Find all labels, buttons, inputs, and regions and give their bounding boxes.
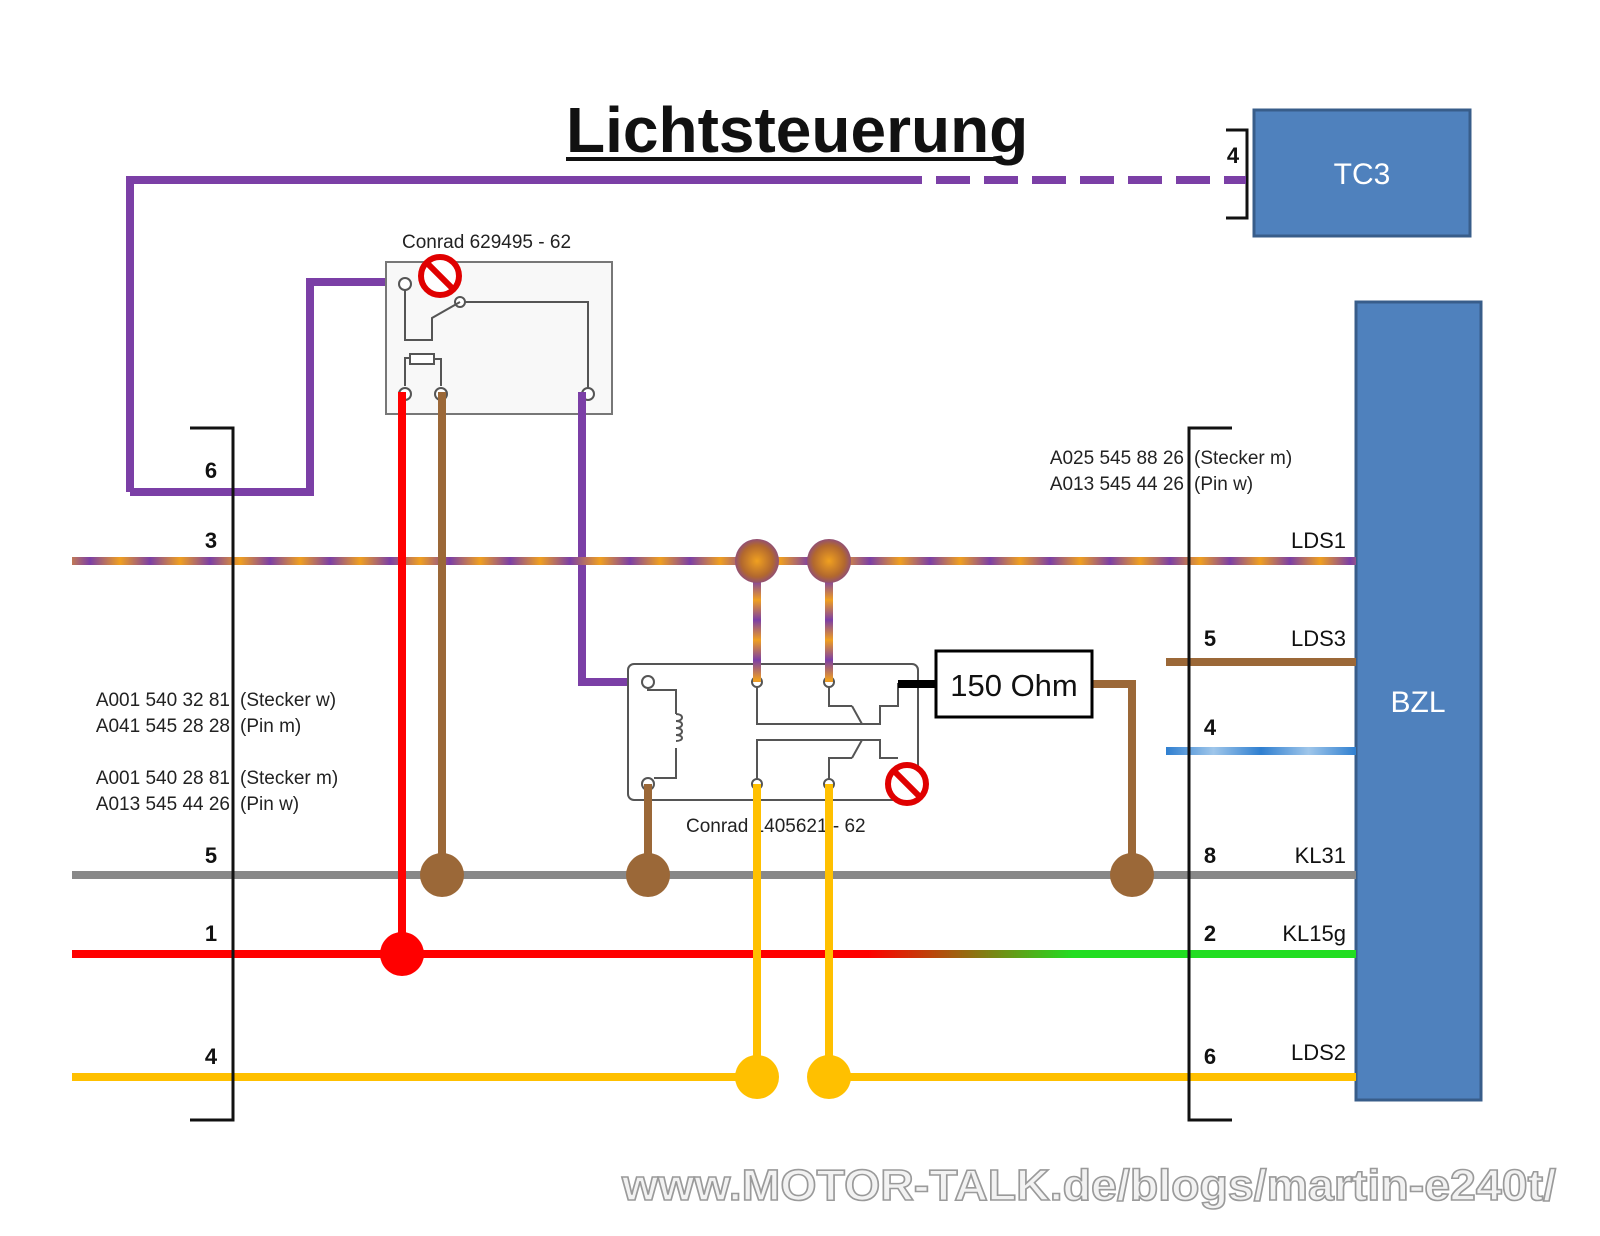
left-part-number: A001 540 28 81 [96,768,230,789]
tc3-pin-label: 4 [1227,143,1240,168]
right-pin-label: 2 [1204,921,1216,946]
purple-wire-relay2 [578,392,646,686]
signal-label-lds1: LDS1 [1291,528,1346,553]
right-pin-label: 4 [1204,715,1217,740]
purple-wire-tc3-solid [126,176,888,492]
left-pin-label: 6 [205,458,217,483]
signal-label-lds3: LDS3 [1291,626,1346,651]
resistor-box [934,649,1094,719]
right-pin-label: 6 [1204,1044,1216,1069]
relay2-label: Conrad 1405621 - 62 [686,816,866,837]
signal-label-lds2: LDS2 [1291,1040,1346,1065]
junction-kl31-a [420,853,464,897]
no-icon [418,254,462,298]
junction-lds2-a [735,1055,779,1099]
left-part-number: A013 545 44 26 [96,794,230,815]
tc3-connector-bracket [1226,128,1249,220]
diagram-title: Lichtsteuerung [566,94,1028,166]
left-part-type: (Stecker w) [240,690,336,711]
junction-lds2-b [807,1055,851,1099]
right-part-number: A013 545 44 26 [1050,474,1184,495]
no-icon [885,762,929,806]
left-part-type: (Stecker m) [240,768,338,789]
left-part-type: (Pin m) [240,716,301,737]
relay1-label: Conrad 629495 - 62 [402,232,571,253]
bzl-box [1354,300,1483,1102]
bzl-label: BZL [1390,686,1445,719]
left-part-number: A001 540 32 81 [96,690,230,711]
left-pin-label: 3 [205,528,217,553]
junction-lds1-b [807,539,851,583]
left-connector-bracket [190,426,235,1122]
right-part-type: (Stecker m) [1194,448,1292,469]
junction-lds1-a [735,539,779,583]
right-pin-label: 8 [1204,843,1216,868]
left-pin-label: 1 [205,921,217,946]
right-pin-label: 5 [1204,626,1216,651]
tc3-box [1252,108,1472,238]
junction-kl31-c [1110,853,1154,897]
right-part-number: A025 545 88 26 [1050,448,1184,469]
left-part-number: A041 545 28 28 [96,716,230,737]
junction-kl31-b [626,853,670,897]
wire-brown-resistor-ground [1092,680,1136,875]
resistor-label: 150 Ohm [950,668,1078,703]
right-connector-bracket [1187,426,1232,1122]
signal-label-kl15g: KL15g [1282,921,1346,946]
purple-wire-relay1 [130,278,404,496]
tc3-label: TC3 [1334,158,1391,191]
relay2 [627,663,919,801]
left-pin-label: 4 [205,1044,218,1069]
right-part-type: (Pin w) [1194,474,1253,495]
left-pin-label: 5 [205,843,217,868]
signal-label-kl31: KL31 [1295,843,1346,868]
watermark: www.MOTOR-TALK.de/blogs/martin-e240t/ [621,1161,1556,1210]
junction-kl15 [380,932,424,976]
left-part-type: (Pin w) [240,794,299,815]
